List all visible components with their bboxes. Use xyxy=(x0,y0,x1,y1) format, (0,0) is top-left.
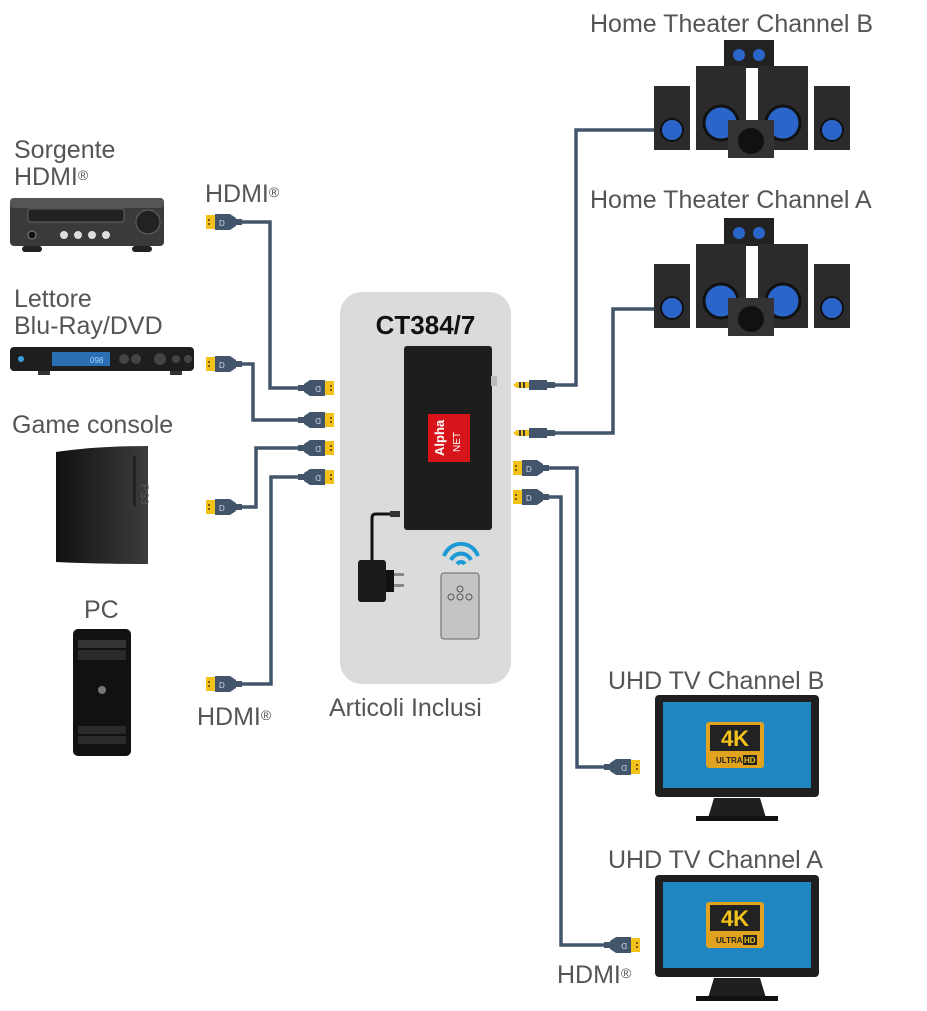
label-home-theater-b: Home Theater Channel B xyxy=(590,10,874,38)
bluray-device-icon: 098 xyxy=(10,347,194,375)
home-theater-b-icon xyxy=(654,40,850,158)
hdmi-plug-console xyxy=(206,499,242,515)
label-hdmi-top: HDMI® xyxy=(205,180,280,208)
hdmi-in-4 xyxy=(298,469,334,485)
remote-control-icon xyxy=(440,542,480,640)
audio-jack-b xyxy=(513,380,555,390)
hdmi-plug-bluray xyxy=(206,356,242,372)
label-tv-a: UHD TV Channel A xyxy=(608,846,823,874)
label-home-theater-a: Home Theater Channel A xyxy=(590,186,872,214)
hdmi-in-3 xyxy=(298,440,334,456)
wifi-icon xyxy=(442,542,480,557)
hdmi-out-a xyxy=(513,489,549,505)
label-tv-b: UHD TV Channel B xyxy=(608,667,825,695)
svg-text:PS3: PS3 xyxy=(138,484,150,505)
hdmi-plug-source xyxy=(206,214,242,230)
cable-tv-b xyxy=(545,466,605,769)
cable-ht-b xyxy=(555,128,655,387)
audio-jack-a xyxy=(513,428,555,438)
label-hdmi-source: Sorgente HDMI® xyxy=(14,136,116,191)
switch-device-icon: Alpha NET xyxy=(404,346,497,530)
hdmi-plug-pc xyxy=(206,676,242,692)
hdmi-source-device-icon xyxy=(10,198,164,252)
svg-text:Alpha: Alpha xyxy=(432,419,447,456)
cable-bluray xyxy=(240,362,305,422)
included-items-label: Articoli Inclusi xyxy=(329,694,482,722)
cable-hdmi-source xyxy=(240,220,305,390)
game-console-icon: PS3 xyxy=(56,446,150,564)
hdmi-plug-tv-a xyxy=(604,937,640,953)
hdmi-in-2 xyxy=(298,412,334,428)
tv-b-icon: 4K ULTRA HD xyxy=(655,695,819,821)
hdmi-plug-tv-b xyxy=(604,759,640,775)
hdmi-out-b xyxy=(513,460,549,476)
svg-text:HD: HD xyxy=(744,756,756,765)
model-title: CT384/7 xyxy=(375,310,476,340)
home-theater-a-icon xyxy=(652,216,852,338)
label-bluray: Lettore Blu-Ray/DVD xyxy=(14,285,163,340)
label-hdmi-left-bottom: HDMI® xyxy=(197,703,272,731)
label-pc: PC xyxy=(84,596,119,624)
hdmi-in-1 xyxy=(298,380,334,396)
cable-console xyxy=(240,446,305,509)
tv-a-icon xyxy=(655,875,819,1001)
svg-text:4K: 4K xyxy=(721,726,749,751)
label-hdmi-right-bottom: HDMI® xyxy=(557,961,632,989)
cable-pc xyxy=(240,475,305,686)
svg-text:098: 098 xyxy=(90,356,104,365)
pc-tower-icon xyxy=(73,629,131,756)
cable-tv-a xyxy=(545,495,605,947)
power-adapter-icon xyxy=(358,511,404,602)
label-console: Game console xyxy=(12,411,174,439)
svg-text:NET: NET xyxy=(452,432,463,452)
cable-ht-a xyxy=(555,307,655,435)
brand-logo xyxy=(428,414,470,462)
included-items-panel: CT384/7 Alpha NET xyxy=(340,292,511,684)
svg-text:ULTRA: ULTRA xyxy=(716,756,743,765)
